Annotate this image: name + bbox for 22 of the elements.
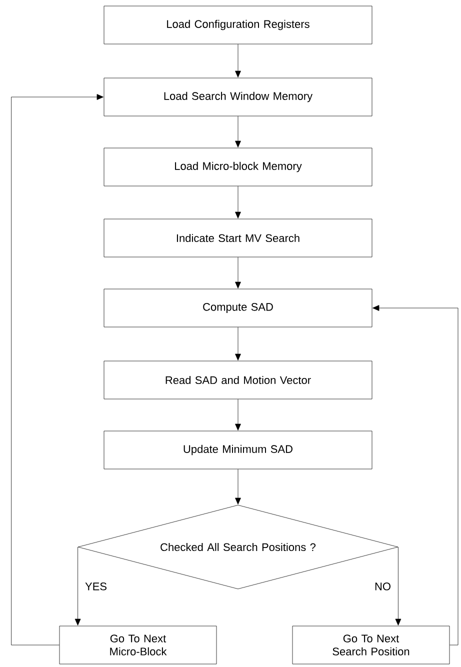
- arrow: [235, 257, 241, 288]
- arrow: [372, 305, 458, 646]
- arrow: [11, 94, 104, 646]
- arrow: [235, 116, 241, 148]
- process-box: Read SAD and Motion Vector: [104, 360, 372, 400]
- arrow: [395, 546, 402, 626]
- process-box: Load Configuration Registers: [104, 6, 372, 44]
- process-box: Go To Next Search Position: [292, 626, 450, 664]
- arrow: [74, 546, 81, 626]
- process-box: Go To Next Micro-Block: [59, 626, 217, 664]
- process-box: Indicate Start MV Search: [104, 218, 372, 258]
- process-box: Update Minimum SAD: [104, 430, 372, 470]
- arrow: [235, 469, 241, 504]
- edge-label: NO: [375, 582, 390, 590]
- arrow: [235, 399, 241, 430]
- arrow: [235, 327, 241, 360]
- edge-label: YES: [85, 582, 106, 590]
- process-box: Load Search Window Memory: [104, 78, 372, 116]
- process-box: Load Micro-block Memory: [104, 148, 372, 186]
- process-box: Compute SAD: [104, 288, 372, 328]
- arrow: [235, 44, 241, 78]
- arrow: [235, 186, 241, 218]
